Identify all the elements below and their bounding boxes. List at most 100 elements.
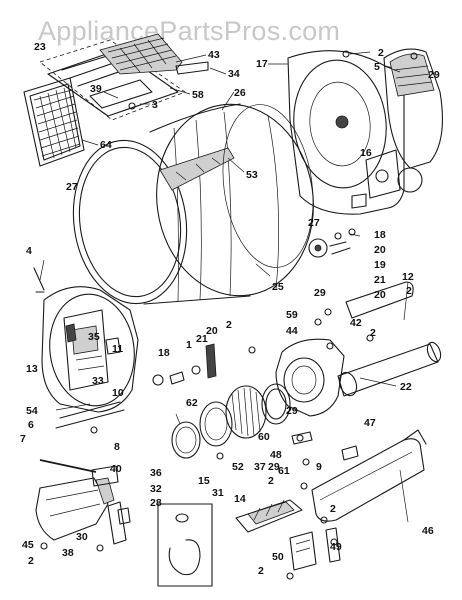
callout-28: 28 — [150, 497, 162, 509]
door-switch — [65, 323, 77, 343]
callout-3: 3 — [152, 99, 158, 111]
callout-2: 2 — [28, 555, 34, 567]
callout-40: 40 — [110, 463, 122, 475]
callout-5: 5 — [374, 61, 380, 73]
callout-44: 44 — [286, 325, 298, 337]
callout-19: 19 — [374, 259, 386, 271]
callout-30: 30 — [76, 531, 88, 543]
callout-46: 46 — [422, 525, 434, 537]
callout-32: 32 — [150, 483, 162, 495]
exhaust-port — [397, 167, 423, 193]
lint-filter-screen — [23, 77, 85, 167]
drum-rear-seal — [222, 104, 314, 268]
callout-2: 2 — [258, 565, 264, 577]
callout-29: 29 — [314, 287, 326, 299]
callout-6: 6 — [28, 419, 34, 431]
callout-49: 49 — [330, 541, 342, 553]
callout-labels: 23 43 34 39 3 58 26 64 27 53 27 25 17 2 … — [20, 41, 440, 577]
watermark-text: AppliancePartsPros.com — [38, 16, 340, 46]
front-bulkhead — [41, 286, 139, 413]
idler-bracket — [289, 531, 317, 571]
heater-tube — [345, 281, 414, 319]
callout-29: 29 — [268, 461, 280, 473]
drum-support-roller — [308, 228, 356, 258]
callout-11: 11 — [112, 343, 123, 355]
callout-27: 27 — [66, 181, 78, 193]
callout-25: 25 — [272, 281, 284, 293]
callout-38: 38 — [62, 547, 74, 559]
leader-lines — [39, 51, 409, 523]
blower-wheel — [225, 385, 267, 439]
screws — [40, 50, 418, 580]
idler-pulley — [325, 527, 341, 563]
callout-2: 2 — [378, 47, 384, 59]
callout-48: 48 — [270, 449, 282, 461]
duct-clip — [341, 445, 359, 461]
drum-baffle — [159, 147, 235, 191]
callout-2: 2 — [370, 327, 376, 339]
callout-36: 36 — [150, 467, 162, 479]
callout-18: 18 — [158, 347, 170, 359]
callout-60: 60 — [258, 431, 270, 443]
callout-7: 7 — [20, 433, 26, 445]
belt-kit-box — [157, 503, 213, 587]
callout-2: 2 — [406, 285, 412, 297]
duct-seal — [291, 431, 313, 445]
glide-strip — [39, 459, 97, 473]
dryer-drum — [72, 103, 314, 305]
callout-21: 21 — [374, 274, 386, 286]
callout-64: 64 — [100, 139, 112, 151]
callout-34: 34 — [228, 68, 240, 80]
callout-54: 54 — [26, 405, 38, 417]
callout-31: 31 — [212, 487, 224, 499]
front-panel-base — [35, 477, 115, 541]
blower-seal-ring — [261, 383, 291, 425]
callout-62: 62 — [186, 397, 198, 409]
callout-59: 59 — [286, 309, 298, 321]
callout-27: 27 — [308, 217, 320, 229]
callout-45: 45 — [22, 539, 34, 551]
callout-9: 9 — [316, 461, 322, 473]
felt-seal-front — [55, 401, 125, 429]
callout-12: 12 — [402, 271, 414, 283]
thermal-fuse — [105, 337, 121, 355]
callout-23: 23 — [34, 41, 46, 53]
lint-screen-clip — [175, 61, 209, 75]
callout-29: 29 — [428, 69, 440, 81]
callout-16: 16 — [360, 147, 372, 159]
callout-26: 26 — [234, 87, 246, 99]
callout-13: 13 — [26, 363, 38, 375]
callout-2: 2 — [226, 319, 232, 331]
lint-duct — [311, 429, 427, 522]
bulkhead-vent-cover — [383, 48, 443, 169]
callout-52: 52 — [232, 461, 244, 473]
callout-33: 33 — [92, 375, 104, 387]
mounting-bracket — [107, 501, 131, 545]
callout-20: 20 — [374, 289, 386, 301]
callout-2: 2 — [330, 503, 336, 515]
callout-1: 1 — [186, 339, 192, 351]
blower-gasket — [199, 401, 233, 447]
callout-39: 39 — [90, 83, 102, 95]
callout-15: 15 — [198, 475, 210, 487]
exhaust-duct — [337, 341, 442, 397]
callout-47: 47 — [364, 417, 376, 429]
front-bearing — [152, 343, 217, 386]
lint-grille — [99, 33, 183, 75]
callout-22: 22 — [400, 381, 412, 393]
callout-61: 61 — [278, 465, 290, 477]
callout-58: 58 — [192, 89, 204, 101]
callout-21: 21 — [196, 333, 208, 345]
callout-10: 10 — [112, 387, 124, 399]
callout-14: 14 — [234, 493, 246, 505]
callout-18: 18 — [374, 229, 386, 241]
callout-43: 43 — [208, 49, 220, 61]
motor-mount — [235, 499, 303, 533]
callout-8: 8 — [114, 441, 120, 453]
wire-clip — [33, 267, 45, 293]
callout-35: 35 — [88, 331, 100, 343]
callout-37: 37 — [254, 461, 266, 473]
rear-bulkhead — [287, 50, 405, 215]
